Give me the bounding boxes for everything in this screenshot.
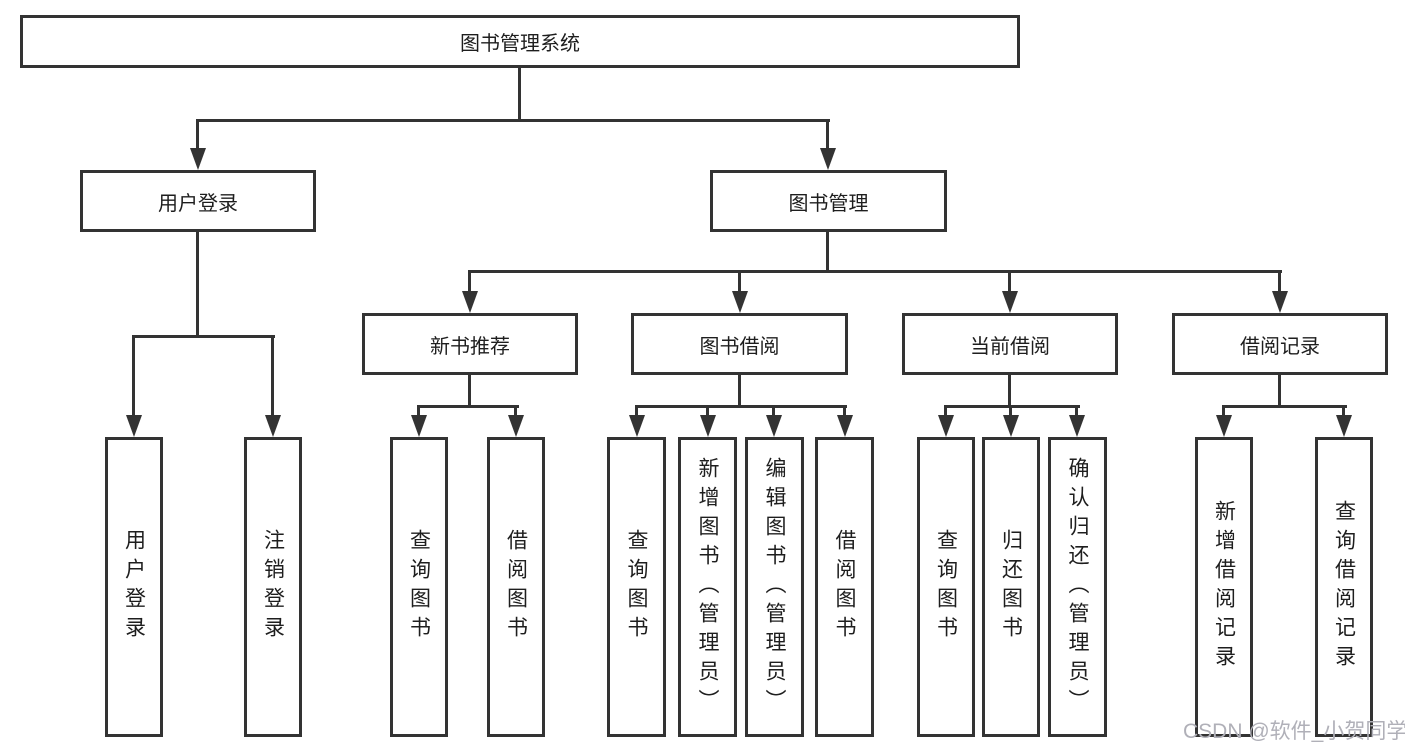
arrow-down bbox=[508, 415, 524, 437]
node-leaf-recommend-query-book: 查询图书 bbox=[390, 437, 448, 737]
connector-recommend-hbar bbox=[417, 405, 519, 408]
connector-drop-current-borrow bbox=[1008, 270, 1011, 296]
arrow-down bbox=[766, 415, 782, 437]
leaf-label: 归还图书 bbox=[999, 529, 1023, 645]
connector-book-borrow-stem bbox=[738, 375, 741, 408]
connector-book-management-hbar bbox=[468, 270, 1282, 273]
connector-drop bbox=[706, 405, 709, 419]
connector-drop bbox=[417, 405, 420, 419]
arrow-down bbox=[265, 415, 281, 437]
connector-book-management-stem bbox=[826, 232, 829, 273]
leaf-label: 新增图书（管理员） bbox=[696, 456, 719, 718]
leaf-label: 借阅图书 bbox=[504, 529, 528, 645]
node-user-login: 用户登录 bbox=[80, 170, 316, 232]
arrow-down bbox=[938, 415, 954, 437]
connector-borrow-hbar bbox=[635, 405, 847, 408]
connector-drop-user-login bbox=[196, 119, 199, 153]
leaf-label: 用户登录 bbox=[122, 529, 146, 645]
node-book-management-label: 图书管理 bbox=[788, 192, 869, 215]
arrow-down bbox=[411, 415, 427, 437]
arrow-down bbox=[629, 415, 645, 437]
node-leaf-logout: 注销登录 bbox=[244, 437, 302, 737]
connector-current-borrow-stem bbox=[1008, 375, 1011, 408]
arrow-down bbox=[1002, 291, 1018, 313]
node-leaf-borrow-query-book: 查询图书 bbox=[607, 437, 666, 737]
connector-user-login-stem bbox=[196, 232, 199, 338]
connector-borrow-records-stem bbox=[1278, 375, 1281, 408]
arrow-down bbox=[1216, 415, 1232, 437]
arrow-down bbox=[820, 148, 836, 170]
watermark: CSDN @软件_小贺同学 bbox=[1183, 720, 1405, 743]
arrow-down bbox=[1336, 415, 1352, 437]
node-leaf-recommend-borrow-book: 借阅图书 bbox=[487, 437, 545, 737]
node-root: 图书管理系统 bbox=[20, 15, 1020, 68]
connector-current-hbar bbox=[944, 405, 1080, 408]
leaf-label: 编辑图书（管理员） bbox=[763, 456, 786, 718]
arrow-down bbox=[190, 148, 206, 170]
connector-drop bbox=[1009, 405, 1012, 419]
node-leaf-records-add-record: 新增借阅记录 bbox=[1195, 437, 1253, 737]
connector-root-hbar bbox=[196, 119, 830, 122]
leaf-label: 查询图书 bbox=[625, 529, 648, 645]
node-leaf-borrow-edit-book: 编辑图书（管理员） bbox=[745, 437, 804, 737]
node-leaf-borrow-borrow-book: 借阅图书 bbox=[815, 437, 874, 737]
node-book-borrow-label: 图书借阅 bbox=[699, 335, 780, 358]
connector-drop bbox=[843, 405, 846, 419]
node-root-label: 图书管理系统 bbox=[460, 33, 580, 55]
node-current-borrow: 当前借阅 bbox=[902, 313, 1118, 375]
connector-drop-leaf-logout bbox=[271, 335, 274, 420]
leaf-label: 注销登录 bbox=[261, 529, 285, 645]
connector-drop-new-book-recommend bbox=[468, 270, 471, 296]
connector-drop bbox=[1222, 405, 1225, 419]
leaf-label: 查询借阅记录 bbox=[1332, 500, 1356, 674]
node-borrow-records-label: 借阅记录 bbox=[1240, 335, 1320, 358]
leaf-label: 确认归还（管理员） bbox=[1066, 456, 1089, 718]
node-leaf-current-confirm-return: 确认归还（管理员） bbox=[1048, 437, 1107, 737]
node-leaf-current-query-book: 查询图书 bbox=[917, 437, 975, 737]
connector-drop bbox=[1342, 405, 1345, 419]
leaf-label: 查询图书 bbox=[407, 529, 431, 645]
node-leaf-borrow-add-book: 新增图书（管理员） bbox=[678, 437, 737, 737]
node-book-management: 图书管理 bbox=[710, 170, 947, 232]
arrow-down bbox=[462, 291, 478, 313]
connector-drop bbox=[514, 405, 517, 419]
arrow-down bbox=[700, 415, 716, 437]
leaf-label: 新增借阅记录 bbox=[1212, 500, 1236, 674]
node-leaf-records-query-record: 查询借阅记录 bbox=[1315, 437, 1373, 737]
connector-drop-borrow-records bbox=[1278, 270, 1281, 296]
arrow-down bbox=[1272, 291, 1288, 313]
connector-drop-book-management bbox=[826, 119, 829, 153]
leaf-label: 借阅图书 bbox=[833, 529, 856, 645]
connector-drop bbox=[944, 405, 947, 419]
connector-drop bbox=[1075, 405, 1078, 419]
connector-drop bbox=[772, 405, 775, 419]
connector-user-login-hbar bbox=[132, 335, 275, 338]
node-leaf-current-return-book: 归还图书 bbox=[982, 437, 1040, 737]
node-user-login-label: 用户登录 bbox=[158, 192, 238, 215]
arrow-down bbox=[126, 415, 142, 437]
connector-root-stem bbox=[518, 68, 521, 122]
connector-drop bbox=[635, 405, 638, 419]
node-new-book-recommend-label: 新书推荐 bbox=[430, 335, 510, 358]
arrow-down bbox=[1003, 415, 1019, 437]
node-leaf-user-login: 用户登录 bbox=[105, 437, 163, 737]
connector-drop-leaf-user-login bbox=[132, 335, 135, 420]
connector-new-book-recommend-stem bbox=[468, 375, 471, 408]
arrow-down bbox=[1069, 415, 1085, 437]
connector-records-hbar bbox=[1222, 405, 1347, 408]
node-book-borrow: 图书借阅 bbox=[631, 313, 848, 375]
node-current-borrow-label: 当前借阅 bbox=[970, 335, 1050, 358]
connector-drop-book-borrow bbox=[738, 270, 741, 296]
node-borrow-records: 借阅记录 bbox=[1172, 313, 1388, 375]
arrow-down bbox=[837, 415, 853, 437]
arrow-down bbox=[732, 291, 748, 313]
leaf-label: 查询图书 bbox=[934, 529, 958, 645]
node-new-book-recommend: 新书推荐 bbox=[362, 313, 578, 375]
